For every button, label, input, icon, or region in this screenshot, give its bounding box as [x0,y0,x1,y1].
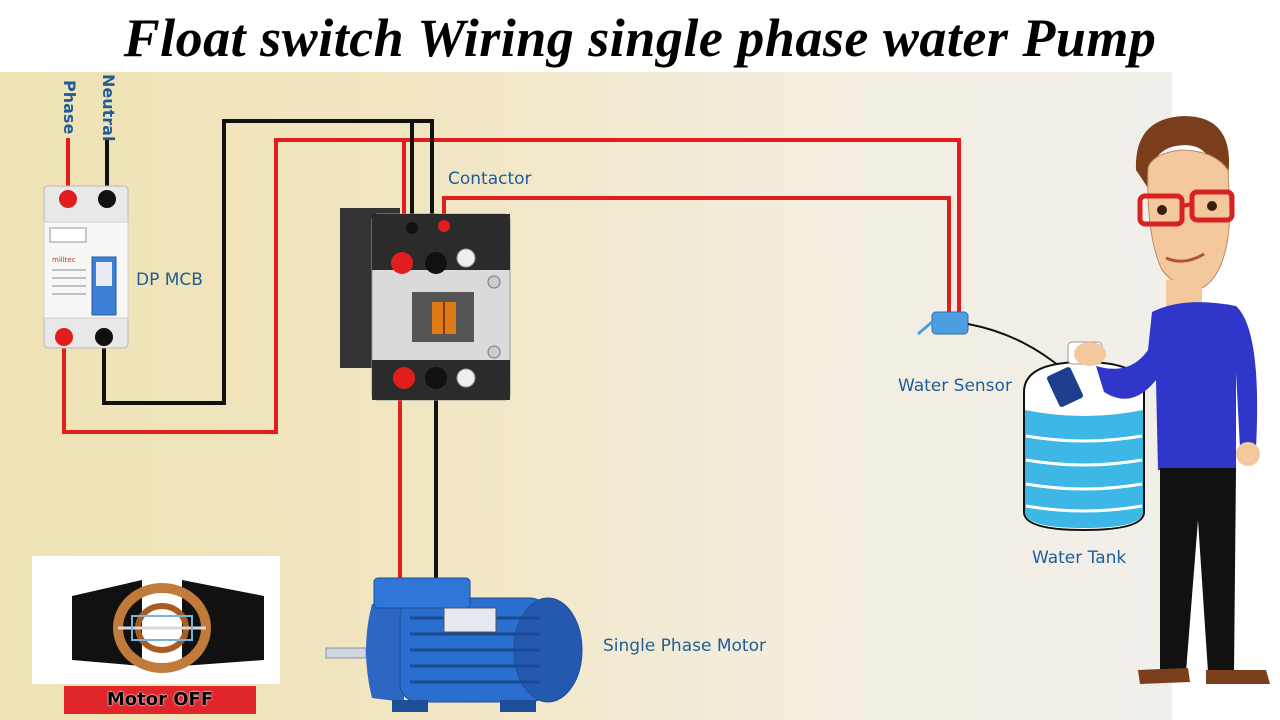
phase-wire [62,138,961,578]
water-tank [1023,341,1145,532]
water-sensor-label: Water Sensor [898,376,1012,396]
motor-stator-photo [32,556,280,684]
person-illustration [1074,116,1270,684]
page-title: Float switch Wiring single phase water P… [123,8,1157,68]
contactor [340,208,511,401]
water-sensor [917,311,1065,371]
single-phase-motor-label: Single Phase Motor [603,636,766,656]
contactor-label: Contactor [448,169,532,189]
water-tank-label: Water Tank [1032,548,1127,568]
motor-stator-illustration [72,580,264,673]
mcb-brand-logo: milltec [52,256,76,264]
single-phase-motor [325,577,583,712]
dp-mcb: milltec [43,185,129,349]
dp-mcb-label: DP MCB [136,270,203,290]
phase-label: Phase [60,80,79,135]
motor-off-status: Motor OFF [64,686,256,714]
neutral-label: Neutral [99,74,118,142]
neutral-wire [102,119,438,578]
